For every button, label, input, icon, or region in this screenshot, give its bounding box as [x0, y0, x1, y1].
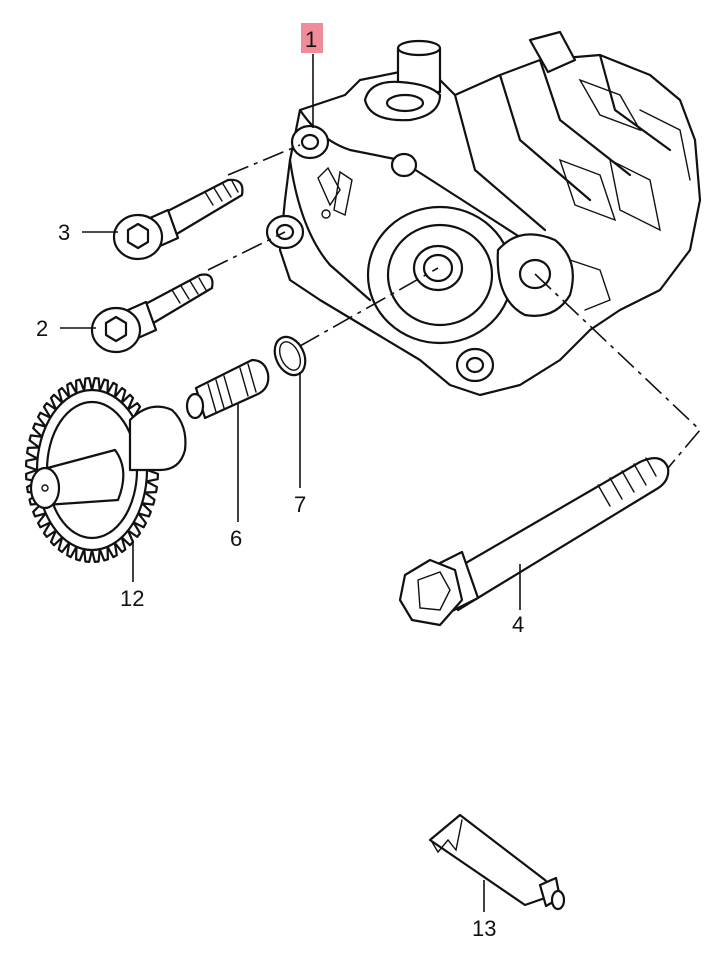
callout-12-label: 12: [120, 586, 144, 611]
sealant-tube-part: [428, 813, 566, 911]
callout-6-label: 6: [230, 526, 242, 551]
callout-13-label: 13: [472, 916, 496, 941]
drive-shaft-part: [185, 358, 270, 420]
callout-4[interactable]: 4: [512, 564, 524, 637]
callout-1-highlight: [301, 23, 323, 53]
callout-7-label: 7: [294, 492, 306, 517]
callout-2-label: 2: [36, 316, 48, 341]
assembly-center-lines: [207, 144, 702, 469]
callout-4-label: 4: [512, 612, 524, 637]
gear-part: [25, 377, 187, 563]
long-bolt-part: [398, 457, 670, 627]
o-ring-part: [273, 335, 307, 377]
callout-3-label: 3: [58, 220, 70, 245]
callout-12[interactable]: 12: [120, 540, 144, 611]
lower-bolt-part: [90, 273, 214, 354]
callout-7[interactable]: 7: [294, 372, 306, 517]
callout-2[interactable]: 2: [36, 316, 96, 341]
callout-1[interactable]: 1: [301, 23, 323, 128]
upper-bolt-part: [112, 178, 244, 261]
callout-1-label: 1: [305, 27, 317, 52]
pump-housing-part: [265, 30, 702, 397]
callout-13[interactable]: 13: [472, 880, 496, 941]
callout-6[interactable]: 6: [230, 404, 242, 551]
callout-3[interactable]: 3: [58, 220, 118, 245]
